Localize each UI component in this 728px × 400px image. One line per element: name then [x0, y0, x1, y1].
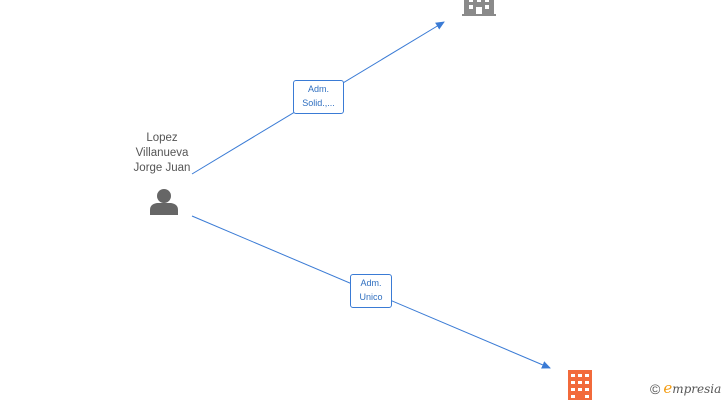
person-name-line: Lopez [146, 132, 178, 144]
person-name-line: Jorge Juan [133, 162, 191, 174]
person-icon[interactable] [150, 189, 178, 215]
relation-label-2[interactable]: Adm. Unico [350, 274, 392, 308]
brand-name: mpresia [672, 382, 722, 396]
brand-initial: e [663, 379, 673, 397]
empresia-watermark: ©empresia [650, 379, 721, 397]
copyright-icon: © [650, 381, 661, 397]
relation-label-line: Adm. [360, 278, 382, 288]
person-name[interactable]: Lopez Villanueva Jorge Juan [112, 131, 212, 176]
relation-label-line: Solid.,... [302, 98, 335, 108]
person-name-line: Villanueva [135, 147, 189, 159]
relation-label-line: Adm. [307, 84, 329, 94]
company-building-icon-2[interactable] [568, 370, 592, 400]
relation-label-1[interactable]: Adm. Solid.,... [293, 80, 344, 114]
relation-label-line: Unico [359, 292, 383, 302]
company-building-icon-1[interactable] [462, 0, 496, 16]
